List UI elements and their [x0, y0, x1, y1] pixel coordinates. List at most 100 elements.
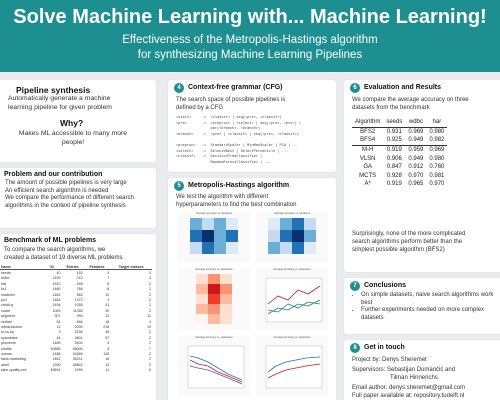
line-plot-canvas: [265, 277, 323, 323]
conclusions-bullet: On simple datasets, naive search algorit…: [361, 292, 500, 307]
table-cell: phoneme: [1, 341, 16, 346]
table-cell: 990: [76, 314, 83, 319]
table-cell: 2: [149, 351, 151, 356]
table-cell: 1461: [52, 357, 61, 362]
table-cell: 1055: [74, 303, 83, 308]
table-cell: 0.959: [405, 144, 427, 155]
section-number: 7: [350, 281, 360, 291]
evaluation-note: Surprisingly, none of the more complicat…: [352, 231, 466, 253]
table-cell: kr-vs-kp: [1, 330, 14, 335]
table-cell: 0.949: [408, 137, 424, 144]
table-cell: 4: [107, 298, 110, 303]
why-heading: Why?: [60, 118, 84, 128]
table-cell: 0.760: [429, 164, 445, 171]
table-cell: 40: [56, 271, 61, 276]
table-cell: 1599: [74, 368, 83, 373]
table-cell: 36: [105, 330, 110, 335]
section-number: 6: [350, 83, 360, 93]
table-cell: 0.906: [386, 155, 402, 162]
table-cell: 548: [76, 281, 83, 286]
results-table-header: Algorithm seeds wdbc har: [352, 118, 448, 128]
section-number: 4: [174, 83, 184, 93]
table-cell: 1590: [52, 362, 61, 367]
table-cell: 16: [105, 357, 110, 362]
table-cell: nomao: [1, 351, 12, 356]
table-cell: 768: [76, 287, 83, 292]
table-cell: 1462: [52, 292, 61, 297]
column-header: Features: [83, 264, 111, 271]
table-cell: 0.965: [408, 181, 424, 188]
cfg-grammar: <start> -> <classif> | seq(<pre>, <class…: [176, 116, 302, 165]
table-cell: 0.970: [408, 172, 424, 179]
line-plot: Average accuracy vs. parameter: [256, 336, 328, 396]
table-cell: 0.925: [386, 137, 402, 144]
heatmap-plot: Average accuracy vs. iterations: [178, 212, 250, 262]
table-cell: 2: [149, 287, 151, 292]
table-cell: 30: [105, 308, 110, 313]
table-cell: 14: [105, 362, 110, 367]
table-cell: VLSN: [359, 155, 376, 162]
table-cell: 118: [103, 351, 110, 356]
table-cell: 10: [105, 292, 110, 297]
table-cell: segment: [1, 314, 15, 319]
table-cell: 0.970: [429, 181, 445, 188]
table-cell: BFS4: [360, 137, 376, 144]
table-cell: 0.847: [386, 164, 402, 171]
table-cell: 1480: [52, 287, 61, 292]
table-cell: 2: [149, 357, 151, 362]
table-cell: madelon: [1, 292, 15, 297]
table-cell: wine-quality-red: [1, 368, 27, 373]
table-cell: 0.980: [429, 128, 445, 135]
table-cell: 57: [105, 335, 110, 340]
heatmap-grid: [190, 218, 238, 254]
table-cell: 5: [107, 341, 110, 346]
contact-email[interactable]: Email author: denys.sheremet@gmail.com: [352, 385, 466, 391]
conclusions-heading: Conclusions: [364, 282, 407, 289]
table-cell: 12: [56, 324, 61, 329]
table-cell: 44: [56, 335, 61, 340]
line-plot-canvas: [187, 345, 245, 389]
conclusions-bullet: Further experiments needed on more compl…: [361, 307, 500, 322]
cfg-text: The search space of possible pipelines i…: [176, 97, 286, 111]
table-cell: GA: [363, 164, 372, 171]
table-cell: 54: [56, 319, 61, 324]
problem-bullet: An efficient search algorithm is needed: [5, 188, 155, 196]
benchmark-heading: Benchmark of ML problems: [4, 237, 97, 244]
table-cell: 216: [103, 324, 110, 329]
table-cell: 0.912: [408, 164, 424, 171]
table-cell: 2: [149, 362, 151, 367]
table-cell: 307: [54, 314, 61, 319]
table-cell: 58000: [72, 346, 83, 351]
table-cell: 7: [149, 346, 151, 351]
table-cell: 4: [149, 319, 151, 324]
table-cell: 2: [149, 298, 151, 303]
table-cell: 1489: [52, 341, 61, 346]
table-cell: seeds: [1, 271, 11, 276]
table-cell: 0.969: [426, 144, 448, 155]
table-cell: 1464: [52, 298, 61, 303]
table-cell: 0.931: [386, 128, 402, 135]
benchmark-card: Benchmark of ML problems To compare the …: [0, 234, 156, 400]
contact-paper-link[interactable]: Full paper available at: repository.tude…: [352, 393, 465, 399]
table-cell: 48842: [72, 362, 83, 367]
table-cell: shuttle: [1, 346, 12, 351]
problem-card: Problem and our contribution The amount …: [0, 168, 156, 228]
problem-bullet: We compare the performance of different …: [5, 195, 155, 210]
column-header: har: [426, 118, 448, 128]
heatmap-plot: Average accuracy vs. parameter: [178, 268, 250, 330]
table-cell: 0.919: [383, 144, 406, 155]
heatmap-grid: [268, 218, 316, 254]
table-cell: 2: [149, 335, 151, 340]
benchmark-text: To compare the search algorithms, we cre…: [4, 247, 123, 261]
